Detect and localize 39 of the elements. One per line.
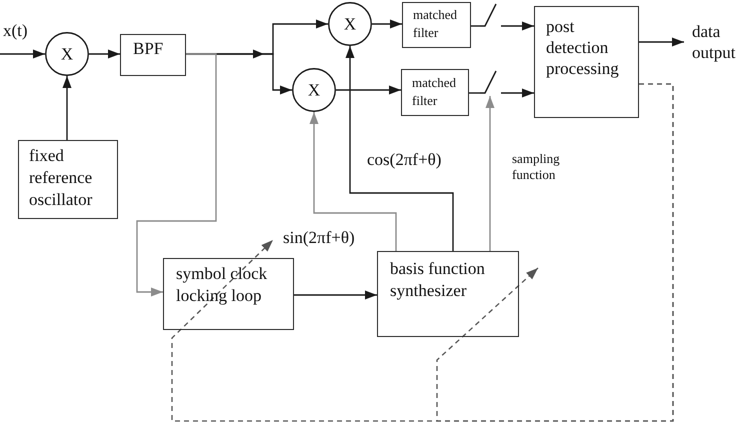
- process-box: [18, 140, 118, 219]
- arrow: [639, 38, 684, 46]
- process-box: [163, 258, 294, 330]
- multiplier-circle: [292, 68, 336, 112]
- block-label: fixed reference oscillator: [29, 145, 92, 211]
- process-box: [120, 34, 186, 76]
- block-label: symbol clock locking loop: [176, 263, 268, 307]
- arrow: [62, 76, 72, 140]
- switch-symbol: [480, 70, 497, 94]
- block-label: matched filter: [412, 74, 456, 110]
- operator-label: X: [308, 80, 320, 100]
- arrow: [346, 46, 454, 251]
- connector-line: [471, 25, 480, 27]
- block-label: BPF: [133, 38, 164, 59]
- arrow: [0, 50, 45, 58]
- block-label: post detection processing: [546, 16, 619, 79]
- block-label: matched filter: [413, 6, 458, 42]
- block-label: basis function synthesizer: [390, 258, 486, 302]
- multiplier-circle: [45, 32, 89, 76]
- process-box: [534, 6, 639, 118]
- dashed-arrow: [436, 83, 674, 422]
- arrow: [372, 20, 402, 28]
- arrow: [336, 86, 401, 94]
- process-box: [402, 2, 471, 48]
- multiplier-circle: [328, 2, 372, 46]
- operator-label: X: [344, 14, 356, 34]
- arrow: [310, 112, 397, 251]
- process-box: [401, 69, 469, 116]
- operator-label: X: [60, 44, 74, 64]
- arrow: [89, 50, 120, 58]
- arrow: [501, 22, 534, 30]
- arrow: [501, 88, 534, 98]
- arrow: [486, 96, 494, 251]
- arrow: [294, 290, 377, 300]
- switch-symbol: [480, 3, 497, 27]
- connector-line: [469, 92, 480, 94]
- output-label: data output: [692, 21, 736, 63]
- arrow: [136, 53, 217, 296]
- process-box: [377, 251, 519, 337]
